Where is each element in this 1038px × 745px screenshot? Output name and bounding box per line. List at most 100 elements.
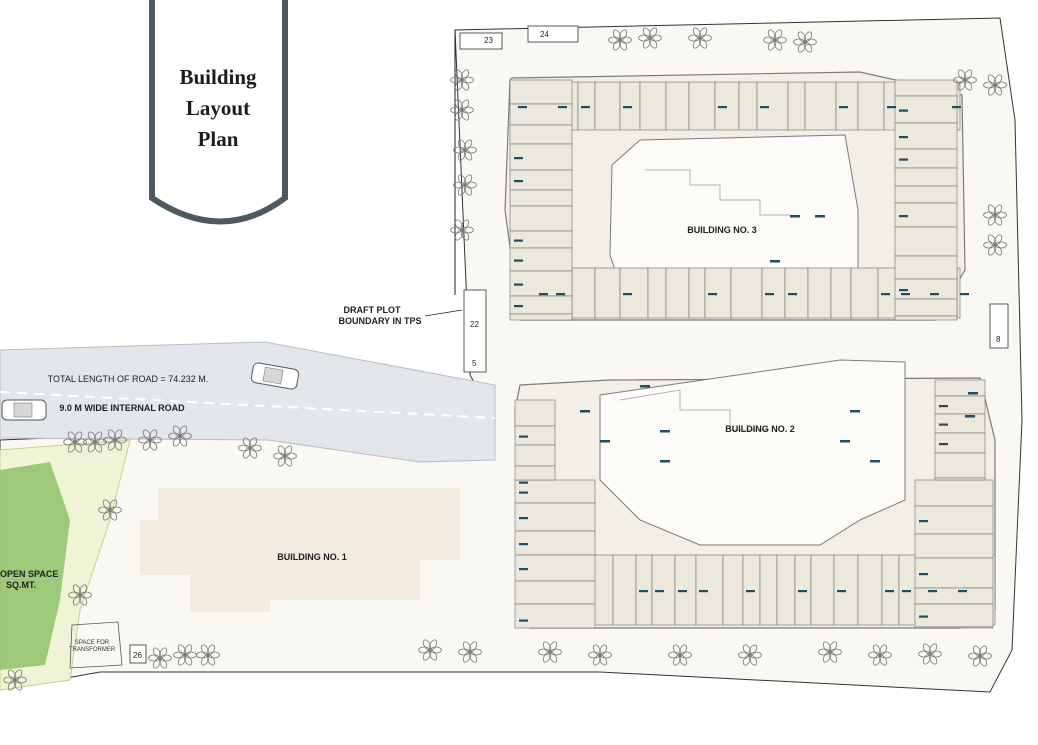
room-tag [699, 590, 708, 593]
building-1-footprint [140, 488, 460, 612]
unit-block [894, 255, 958, 280]
unit-block [857, 554, 883, 626]
unit-block [914, 533, 994, 559]
unit-block [571, 267, 596, 319]
unit-block [509, 189, 573, 207]
room-tag [514, 283, 523, 286]
room-tag [519, 435, 528, 438]
room-tag [902, 590, 911, 593]
unit-block [934, 477, 986, 481]
draft-plot-label-line1: DRAFT PLOT [344, 305, 401, 315]
tree-icon [983, 204, 1007, 226]
room-tag [655, 590, 664, 593]
room-tag [788, 293, 797, 296]
room-tag [919, 573, 928, 576]
room-tag [952, 106, 961, 109]
unit-block [688, 81, 716, 131]
unit-block [914, 587, 994, 605]
room-tag [660, 430, 670, 433]
room-tag [815, 215, 825, 218]
building-3-label: BUILDING NO. 3 [687, 225, 757, 235]
room-tag [930, 293, 939, 296]
unit-block [850, 267, 879, 319]
room-tag [519, 517, 528, 520]
tree-icon [738, 644, 762, 666]
tree-icon [196, 644, 220, 666]
tree-icon [98, 499, 122, 521]
tree-icon [168, 425, 192, 447]
building-3 [504, 71, 966, 321]
room-tag [514, 259, 523, 262]
room-tag [928, 590, 937, 593]
tree-icon [968, 645, 992, 667]
room-tag [899, 136, 908, 139]
unit-block [665, 81, 690, 131]
unit-block [857, 81, 885, 131]
room-tag [899, 215, 908, 218]
room-tag [901, 293, 910, 296]
unit-block [514, 554, 596, 582]
room-tag [870, 460, 880, 463]
room-tag [519, 543, 528, 546]
road-width-label: 9.0 M WIDE INTERNAL ROAD [59, 403, 185, 413]
room-tag [881, 293, 890, 296]
banner-title-line1: Building [179, 65, 257, 89]
room-tag [899, 158, 908, 161]
room-tag [514, 239, 523, 242]
room-tag [798, 590, 807, 593]
unit-block [509, 124, 573, 145]
room-tag [640, 385, 650, 388]
tree-icon [458, 641, 482, 663]
unit-block [688, 267, 706, 319]
room-tags [514, 106, 978, 622]
tree-icon [588, 644, 612, 666]
room-tag [519, 481, 528, 484]
room-tag [623, 106, 632, 109]
tree-icon [450, 69, 474, 91]
room-tag [514, 305, 523, 308]
tree-icon [918, 643, 942, 665]
room-tag [639, 590, 648, 593]
svg-text:8: 8 [996, 335, 1001, 344]
unit-block [956, 267, 961, 319]
room-tag [887, 106, 896, 109]
draft-plot-label-line2: BOUNDARY IN TPS [338, 316, 421, 326]
tree-icon [608, 29, 632, 51]
tree-icon [148, 647, 172, 669]
room-tag [580, 410, 590, 413]
unit-block [804, 81, 837, 131]
unit-block [509, 205, 573, 232]
tree-icon [763, 29, 787, 51]
room-tag [539, 293, 548, 296]
tree-icon [273, 445, 297, 467]
unit-blocks [509, 79, 996, 629]
room-tag [760, 106, 769, 109]
tree-icon [868, 644, 892, 666]
room-tag [660, 460, 670, 463]
room-tag [968, 392, 978, 395]
transformer-label-line1: SPACE FOR [75, 640, 110, 646]
unit-block [776, 554, 796, 626]
room-tag [839, 106, 848, 109]
plot-marker-26: 26 [129, 644, 147, 664]
unit-block [738, 81, 758, 131]
room-tag [678, 590, 687, 593]
tree-icon [103, 429, 127, 451]
tree-icons [3, 27, 1007, 691]
banner-title-line3: Plan [198, 127, 239, 151]
room-tag [514, 157, 523, 160]
unit-block [914, 479, 994, 507]
tree-icon [818, 641, 842, 663]
plot-marker-23: 23 [459, 32, 503, 50]
tree-icon [538, 641, 562, 663]
tree-icon [3, 669, 27, 691]
room-tag [556, 293, 565, 296]
tree-icon [453, 174, 477, 196]
room-tag [770, 260, 780, 263]
unit-block [514, 530, 596, 556]
unit-block [514, 580, 596, 605]
tree-icon [688, 27, 712, 49]
unit-block [514, 465, 556, 481]
tree-icon [793, 31, 817, 53]
